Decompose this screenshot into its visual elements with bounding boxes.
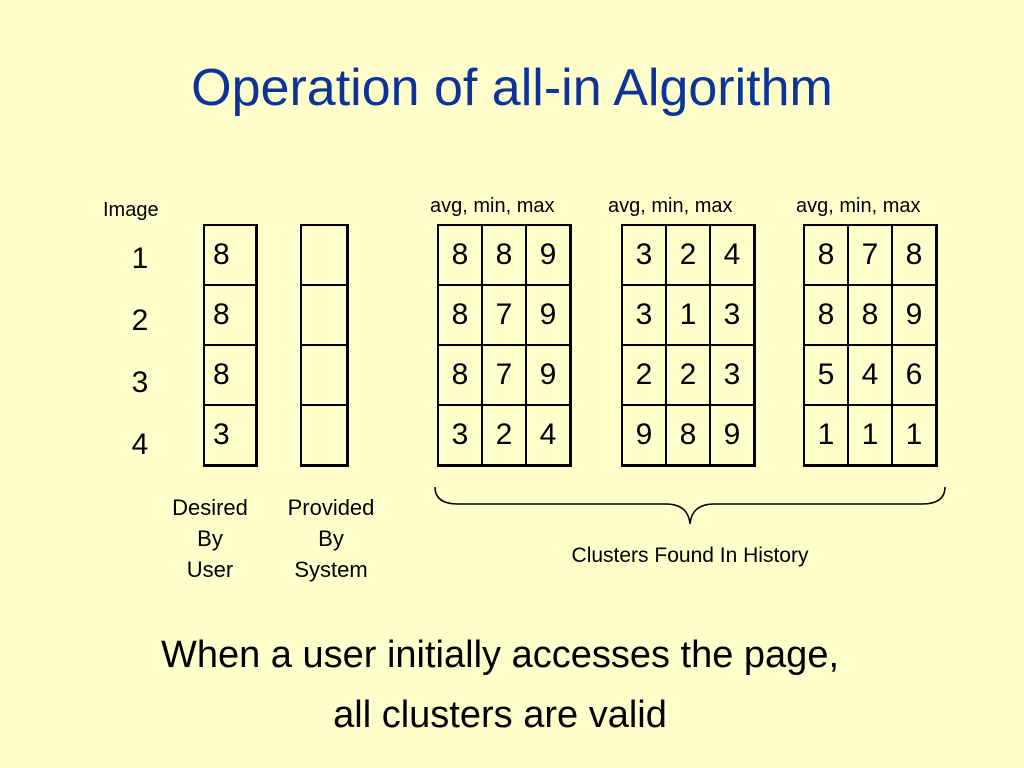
table-row [300, 224, 349, 286]
table-row: 3 [203, 404, 258, 467]
table-cell: 3 [437, 404, 483, 467]
table-cell: 8 [203, 284, 258, 346]
table-cell: 1 [891, 404, 938, 467]
table-row: 2 2 3 [621, 344, 756, 406]
table-cell: 2 [665, 344, 711, 406]
clusters-caption: Clusters Found In History [571, 544, 809, 567]
table-row: 3 1 3 [621, 284, 756, 346]
table-cell: 3 [621, 224, 667, 286]
table-row: 8 8 9 [437, 224, 572, 286]
image-label: Image [103, 199, 159, 221]
table-cell: 8 [203, 344, 258, 406]
table-row [300, 344, 349, 406]
row-number: 3 [131, 366, 149, 399]
cluster-1-table: 8 8 9 8 7 9 8 7 9 3 2 4 [437, 224, 572, 467]
statement-line-2: all clusters are valid [333, 694, 667, 736]
desired-by-user-caption: Desired By User [160, 492, 260, 585]
table-cell: 2 [665, 224, 711, 286]
table-row: 8 [203, 224, 258, 286]
table-cell: 2 [621, 344, 667, 406]
table-row: 8 7 8 [803, 224, 938, 286]
table-row: 3 2 4 [621, 224, 756, 286]
table-cell: 2 [481, 404, 527, 467]
table-cell: 3 [621, 284, 667, 346]
empty-cell [300, 224, 349, 286]
desired-by-user-table: 8 8 8 3 [203, 224, 258, 467]
table-cell: 1 [665, 284, 711, 346]
table-cell: 8 [803, 224, 849, 286]
table-row: 8 8 9 [803, 284, 938, 346]
table-cell: 8 [437, 344, 483, 406]
row-number: 2 [131, 304, 149, 337]
caption-line: By [197, 526, 223, 551]
table-row: 8 [203, 284, 258, 346]
cluster-2-header: avg, min, max [608, 195, 733, 217]
cluster-3-header: avg, min, max [796, 195, 921, 217]
table-cell: 9 [525, 284, 572, 346]
table-cell: 4 [525, 404, 572, 467]
table-cell: 1 [803, 404, 849, 467]
slide-title: Operation of all-in Algorithm [191, 59, 833, 117]
cluster-3-table: 8 7 8 8 8 9 5 4 6 1 1 1 [803, 224, 938, 467]
caption-line: Desired [172, 495, 248, 520]
table-cell: 4 [847, 344, 893, 406]
statement-line-1: When a user initially accesses the page, [160, 634, 840, 676]
table-cell: 3 [709, 284, 756, 346]
table-cell: 8 [891, 224, 938, 286]
caption-line: Provided [287, 495, 375, 520]
table-row: 3 2 4 [437, 404, 572, 467]
table-cell: 9 [525, 344, 572, 406]
table-cell: 8 [437, 284, 483, 346]
table-cell: 8 [437, 224, 483, 286]
table-cell: 8 [665, 404, 711, 467]
table-cell: 3 [709, 344, 756, 406]
table-cell: 7 [481, 344, 527, 406]
empty-cell [300, 284, 349, 346]
table-cell: 9 [891, 284, 938, 346]
table-row: 9 8 9 [621, 404, 756, 467]
table-cell: 1 [847, 404, 893, 467]
provided-by-system-caption: Provided By System [276, 492, 386, 585]
table-cell: 7 [481, 284, 527, 346]
cluster-1-header: avg, min, max [430, 195, 555, 217]
empty-cell [300, 404, 349, 467]
table-cell: 8 [203, 224, 258, 286]
curly-brace [434, 486, 946, 525]
table-cell: 7 [847, 224, 893, 286]
table-cell: 3 [203, 404, 258, 467]
table-cell: 8 [481, 224, 527, 286]
table-row: 8 7 9 [437, 284, 572, 346]
table-cell: 9 [525, 224, 572, 286]
table-row: 1 1 1 [803, 404, 938, 467]
table-row: 8 7 9 [437, 344, 572, 406]
table-cell: 6 [891, 344, 938, 406]
caption-line: User [186, 557, 234, 582]
table-row: 8 [203, 344, 258, 406]
table-cell: 4 [709, 224, 756, 286]
caption-line: System [294, 557, 368, 582]
table-cell: 8 [847, 284, 893, 346]
provided-by-system-table [300, 224, 349, 467]
caption-line: By [318, 526, 344, 551]
table-cell: 9 [709, 404, 756, 467]
table-cell: 8 [803, 284, 849, 346]
table-row: 5 4 6 [803, 344, 938, 406]
table-cell: 5 [803, 344, 849, 406]
table-cell: 9 [621, 404, 667, 467]
cluster-2-table: 3 2 4 3 1 3 2 2 3 9 8 9 [621, 224, 756, 467]
row-number: 1 [131, 242, 149, 275]
table-row [300, 284, 349, 346]
table-row [300, 404, 349, 467]
empty-cell [300, 344, 349, 406]
row-number: 4 [131, 428, 149, 461]
